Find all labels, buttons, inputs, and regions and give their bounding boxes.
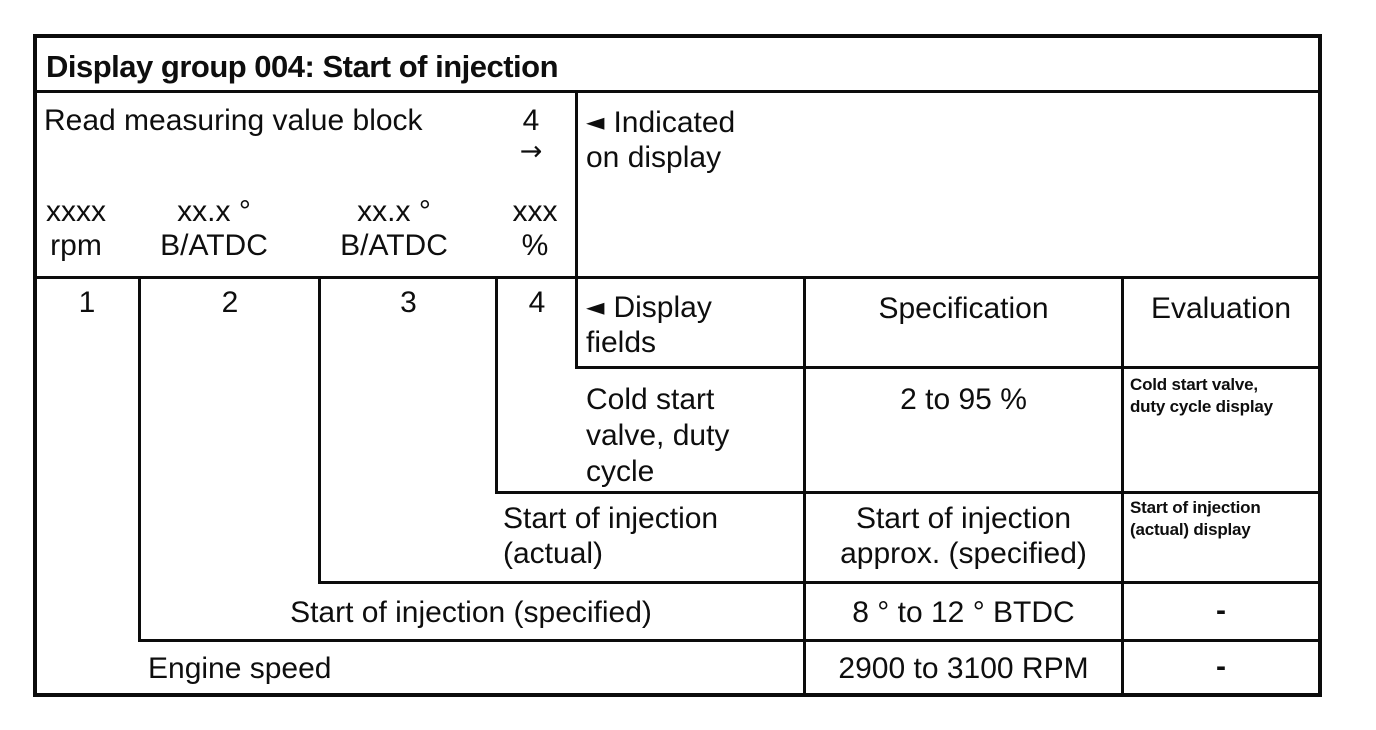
field1-cascade-line: [138, 276, 141, 642]
evaluation-header: Evaluation: [1150, 292, 1292, 325]
left-panel-right-line: [575, 90, 578, 369]
row1-specification: 2 to 95 %: [900, 383, 1027, 416]
field-number-2: 2: [221, 286, 239, 319]
specification-header: Specification: [878, 292, 1049, 325]
block-number: 4: [522, 104, 540, 137]
spec-column-left-line: [803, 276, 806, 697]
display-fields-header-text1: Display: [613, 291, 712, 324]
field-number-3: 3: [400, 286, 417, 319]
right-arrow-icon: →: [519, 136, 543, 167]
value-format-col2-bottom: B/ATDC: [160, 229, 268, 262]
row2-evaluation-line2: (actual) display: [1130, 520, 1251, 539]
row1-name-line3: cycle: [586, 455, 655, 488]
row1-bottom-line: [496, 491, 1322, 494]
read-block-label: Read measuring value block: [44, 104, 423, 137]
row1-name-line2: valve, duty: [586, 419, 730, 452]
value-format-col3-top: xx.x °: [357, 195, 431, 228]
row3-evaluation-dash: -: [1216, 594, 1226, 627]
spec-eval-divider-line: [1121, 276, 1124, 697]
display-fields-header-line2: fields: [586, 326, 657, 359]
field-number-1: 1: [78, 286, 96, 319]
value-format-col3-bottom: B/ATDC: [340, 229, 448, 262]
row1-evaluation-line1: Cold start valve,: [1130, 375, 1258, 394]
frame-bottom-line: [33, 693, 1322, 697]
row2-specification-line1: Start of injection: [855, 502, 1072, 535]
field3-cascade-line: [495, 276, 498, 494]
value-format-col4-top: xxx: [512, 195, 558, 228]
title-bottom-line: [33, 90, 1322, 93]
row1-evaluation-line2: duty cycle display: [1130, 397, 1273, 416]
row2-bottom-line: [319, 581, 1322, 584]
row4-name: Engine speed: [148, 652, 332, 685]
indicated-note-text1: Indicated: [613, 106, 736, 139]
value-format-col1-bottom: rpm: [50, 229, 102, 262]
row3-name: Start of injection (specified): [290, 596, 652, 629]
field2-cascade-line: [318, 276, 321, 584]
row2-name-line2: (actual): [503, 537, 604, 570]
indicated-note-line2: on display: [586, 141, 722, 174]
row3-specification: 8 ° to 12 ° BTDC: [852, 596, 1075, 629]
table-top-line: [33, 276, 1322, 279]
field-number-4: 4: [528, 286, 546, 319]
row4-evaluation-dash: -: [1216, 650, 1226, 683]
frame-left-line: [33, 34, 37, 697]
indicated-note-line1: ◄ Indicated: [586, 106, 735, 139]
row1-name-line1: Cold start: [586, 383, 715, 416]
left-triangle-icon: ◄: [586, 108, 605, 136]
page-title: Display group 004: Start of injection: [46, 49, 559, 84]
header-bottom-line: [576, 366, 1322, 369]
frame-right-line: [1318, 34, 1322, 697]
row4-specification: 2900 to 3100 RPM: [838, 652, 1089, 685]
row2-specification-line2: approx. (specified): [840, 537, 1087, 570]
value-format-col4-bottom: %: [521, 229, 549, 262]
value-format-col1-top: xxxx: [46, 195, 106, 228]
row2-evaluation-line1: Start of injection: [1130, 498, 1261, 517]
left-triangle-icon: ◄: [586, 293, 605, 321]
row2-name-line1: Start of injection: [503, 502, 719, 535]
frame-top-line: [33, 34, 1322, 38]
row3-bottom-line: [139, 639, 1322, 642]
display-fields-header-line1: ◄ Display: [586, 291, 712, 324]
value-format-col2-top: xx.x °: [177, 195, 251, 228]
